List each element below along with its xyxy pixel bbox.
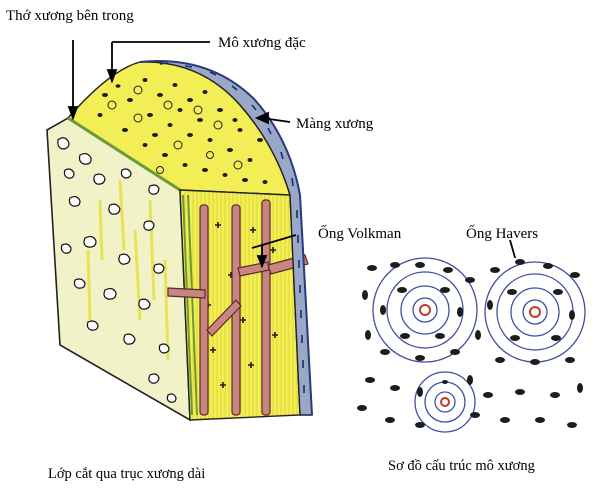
compact-bone-speckles xyxy=(97,78,268,184)
volkmann-canal-2 xyxy=(206,299,242,337)
label-haversian-canal: Ống Havers xyxy=(466,224,538,242)
haversian-osteocytes xyxy=(357,259,583,428)
osteon-2-canal xyxy=(529,306,541,318)
periosteum-dashes xyxy=(159,62,305,393)
compact-bone-rings xyxy=(107,85,243,174)
haversian-canal-1 xyxy=(199,204,209,416)
haversian-canal-3 xyxy=(261,199,271,416)
periosteum-outer-line xyxy=(139,60,313,416)
endosteum-line xyxy=(67,116,181,192)
bone-cross-section xyxy=(46,60,313,422)
osteon-1 xyxy=(372,257,478,363)
caption-right: Sơ đồ cấu trúc mô xương xyxy=(388,458,535,474)
label-spongy-bone: Thớ xương bên trong xyxy=(6,8,134,24)
label-volkmann-canal: Ống Volkman xyxy=(318,224,402,242)
haversian-system-diagram xyxy=(352,257,588,433)
volkmann-canal-1 xyxy=(167,287,206,299)
haversian-canals xyxy=(199,199,271,416)
caption-left: Lớp cắt qua trục xương dài xyxy=(48,466,205,482)
compact-bone-inner-stripes xyxy=(182,194,198,416)
osteon-1-canal xyxy=(419,304,431,316)
label-compact-bone: Mô xương đặc xyxy=(218,35,306,51)
label-periosteum: Màng xương xyxy=(296,116,374,132)
spongy-cells xyxy=(57,137,177,403)
osteon-3-canal xyxy=(440,397,450,407)
